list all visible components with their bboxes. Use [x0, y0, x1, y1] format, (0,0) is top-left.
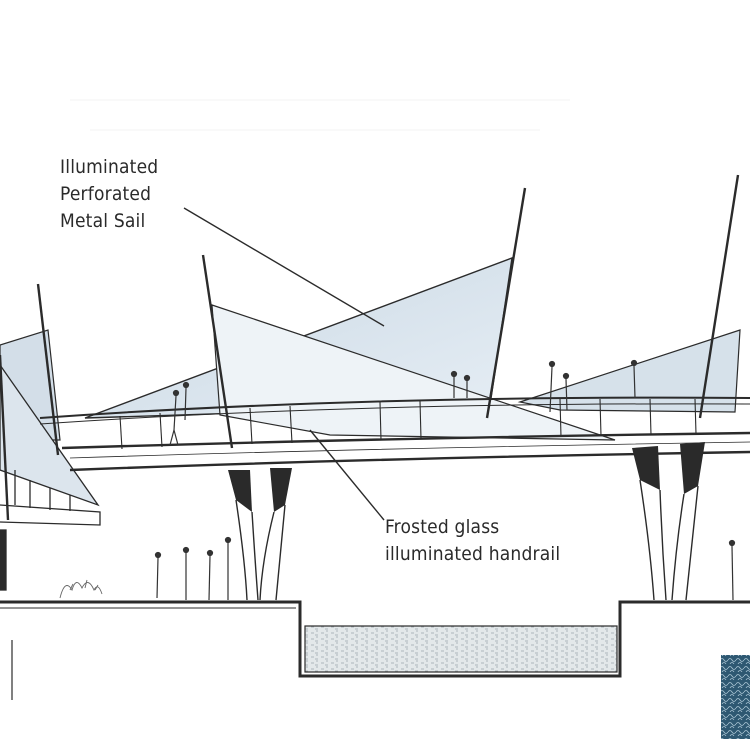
leader-line-sail: [183, 207, 385, 327]
figure: [169, 389, 180, 446]
sail-middle: [211, 304, 616, 441]
human-figures: [154, 359, 736, 601]
faded-background-marks: [70, 99, 570, 131]
ground-section: [0, 600, 750, 739]
figure: [548, 360, 556, 413]
figure: [463, 374, 471, 398]
metal-sails: [0, 256, 741, 507]
pier-left: [228, 468, 292, 601]
figure: [562, 372, 570, 411]
figure: [630, 359, 638, 399]
paving-tile-swatch: [721, 655, 750, 739]
leader-line-handrail: [309, 429, 385, 521]
shrubs: [59, 579, 103, 599]
sail-right: [517, 329, 741, 413]
figure: [182, 381, 190, 421]
masts: [0, 174, 740, 521]
figure: [728, 539, 736, 601]
handrail-annotation: Frosted glass illuminated handrail: [385, 514, 560, 568]
figure: [206, 549, 214, 601]
sail-annotation: Illuminated Perforated Metal Sail: [60, 154, 158, 235]
sail-annotation-line: Illuminated: [60, 156, 159, 178]
left-structure: [0, 470, 101, 591]
figure: [450, 370, 458, 398]
leader-lines: [183, 207, 385, 521]
handrail-annotation-line: Frosted glass: [385, 516, 500, 538]
figure: [154, 551, 162, 599]
piers: [228, 442, 705, 601]
figure: [182, 546, 190, 600]
handrail-annotation-line: illuminated handrail: [385, 543, 561, 565]
sail-annotation-line: Perforated: [60, 183, 152, 205]
sail-annotation-line: Metal Sail: [60, 210, 146, 232]
figure: [224, 536, 232, 600]
pier-right: [632, 442, 705, 601]
water-channel: [304, 625, 618, 673]
